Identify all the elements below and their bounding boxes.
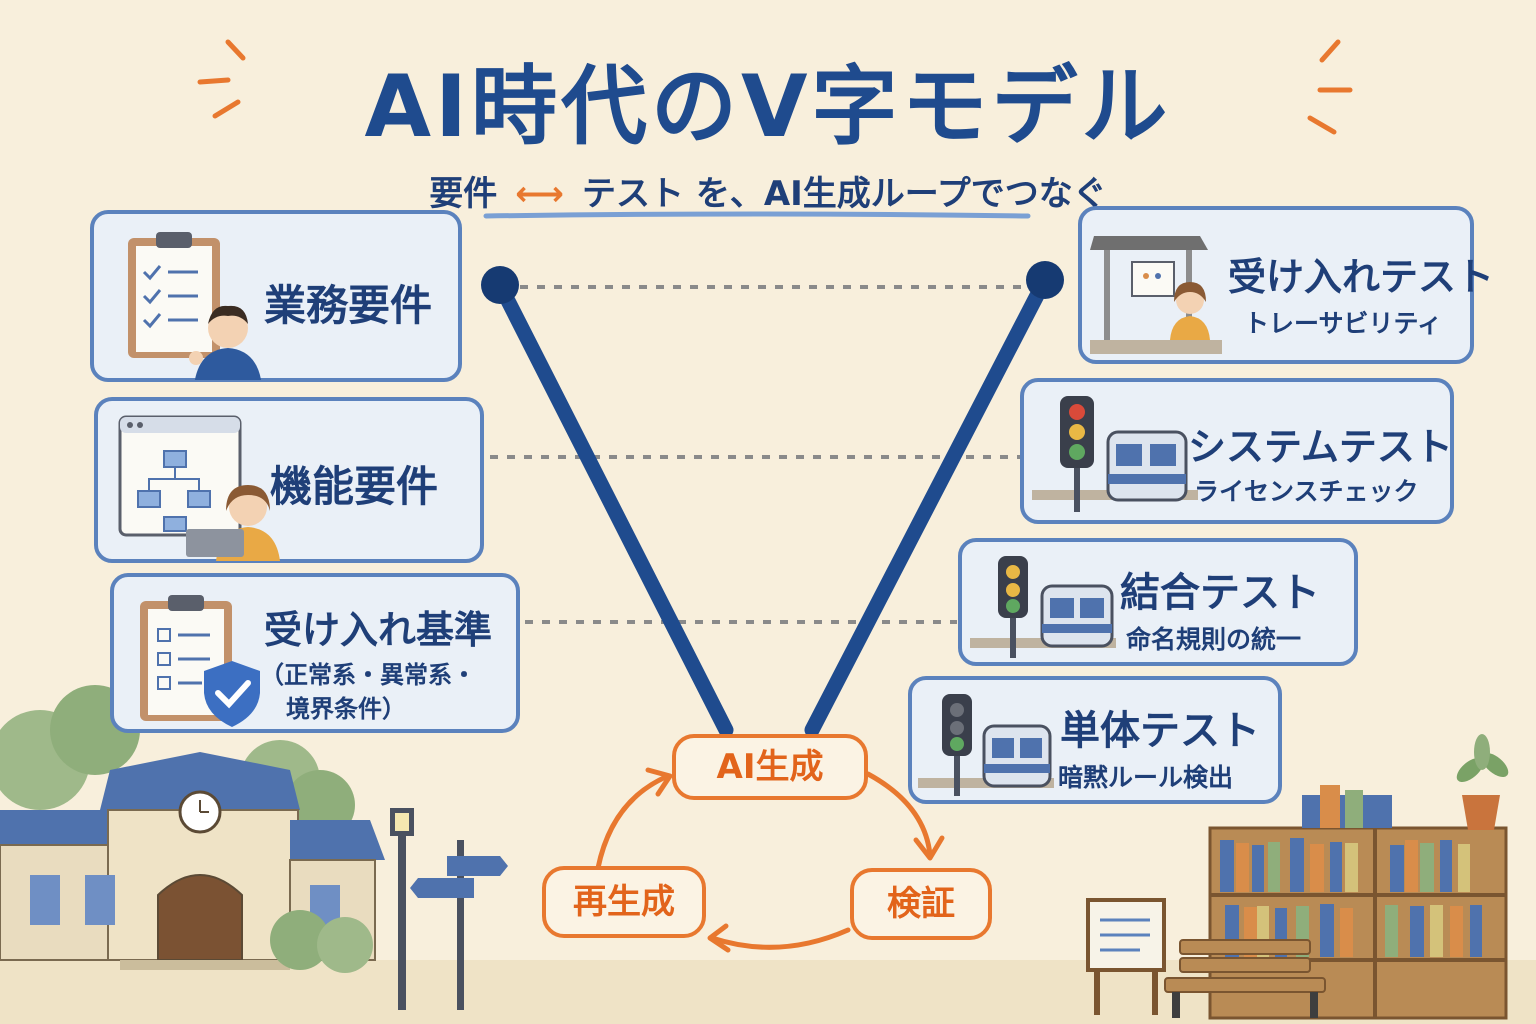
bench-icon bbox=[1164, 939, 1326, 1018]
requirement-sub-acceptance-2: 境界条件） bbox=[286, 695, 406, 723]
clipboard-person-icon bbox=[128, 232, 262, 380]
test-sub-unit: 暗黙ルール検出 bbox=[1058, 763, 1234, 792]
street-lamp-icon bbox=[390, 808, 414, 1010]
title-sparkle-left bbox=[197, 39, 246, 119]
requirement-box-functional[interactable]: 機能要件 bbox=[94, 397, 484, 563]
v-left-node bbox=[481, 266, 519, 304]
subtitle-underline bbox=[483, 211, 1031, 219]
loop-verify[interactable]: 検証 bbox=[850, 868, 992, 940]
signal-train-icon bbox=[970, 556, 1116, 658]
double-arrow-icon: ⟷ bbox=[515, 174, 564, 214]
station-platform-icon bbox=[1090, 236, 1222, 354]
subtitle-right: テスト を、AI生成ループでつなぐ bbox=[581, 174, 1107, 214]
test-sub-system: ライセンスチェック bbox=[1194, 477, 1419, 506]
requirement-box-business[interactable]: 業務要件 bbox=[90, 210, 462, 382]
requirement-label-acceptance: 受け入れ基準 bbox=[264, 608, 493, 652]
test-box-system[interactable]: システムテスト ライセンスチェック bbox=[1020, 378, 1454, 524]
requirement-label-business: 業務要件 bbox=[264, 281, 433, 330]
test-sub-integration: 命名規則の統一 bbox=[1126, 625, 1302, 654]
test-box-unit[interactable]: 単体テスト 暗黙ルール検出 bbox=[908, 676, 1282, 804]
test-box-integration[interactable]: 結合テスト 命名規則の統一 bbox=[958, 538, 1358, 666]
connector-lines bbox=[490, 285, 1038, 624]
flowchart-person-icon bbox=[118, 415, 280, 561]
clipboard-shield-icon bbox=[140, 595, 260, 727]
loop-ai-generate[interactable]: AI生成 bbox=[672, 734, 868, 800]
test-label-integration: 結合テスト bbox=[1120, 570, 1320, 616]
plant-icon bbox=[1456, 734, 1509, 830]
test-box-acceptance[interactable]: 受け入れテスト トレーサビリティ bbox=[1078, 206, 1494, 364]
page-subtitle: 要件 ⟷ テスト を、AI生成ループでつなぐ bbox=[0, 166, 1536, 215]
requirement-box-acceptance[interactable]: 受け入れ基準 （正常系・異常系・ 境界条件） bbox=[110, 573, 520, 733]
title-sparkle-right bbox=[1307, 39, 1353, 135]
signal-train-icon bbox=[918, 694, 1054, 796]
v-shape bbox=[492, 272, 1053, 738]
signpost-icon bbox=[410, 840, 508, 1010]
requirement-label-functional: 機能要件 bbox=[270, 462, 439, 511]
loop-arrows bbox=[595, 767, 945, 953]
test-sub-acceptance: トレーサビリティ bbox=[1244, 309, 1443, 338]
signal-train-icon bbox=[1032, 396, 1198, 512]
page-title: AI時代のV字モデル bbox=[364, 57, 1172, 157]
v-right-node bbox=[1026, 261, 1064, 299]
notice-board-icon bbox=[1086, 898, 1166, 1015]
station-building-icon bbox=[0, 752, 385, 970]
subtitle-left: 要件 bbox=[429, 174, 498, 214]
test-label-system: システムテスト bbox=[1188, 425, 1453, 469]
requirement-sub-acceptance-1: （正常系・異常系・ bbox=[260, 661, 476, 689]
test-label-unit: 単体テスト bbox=[1060, 708, 1260, 754]
loop-regenerate[interactable]: 再生成 bbox=[542, 866, 706, 938]
test-label-acceptance: 受け入れテスト bbox=[1228, 255, 1495, 299]
